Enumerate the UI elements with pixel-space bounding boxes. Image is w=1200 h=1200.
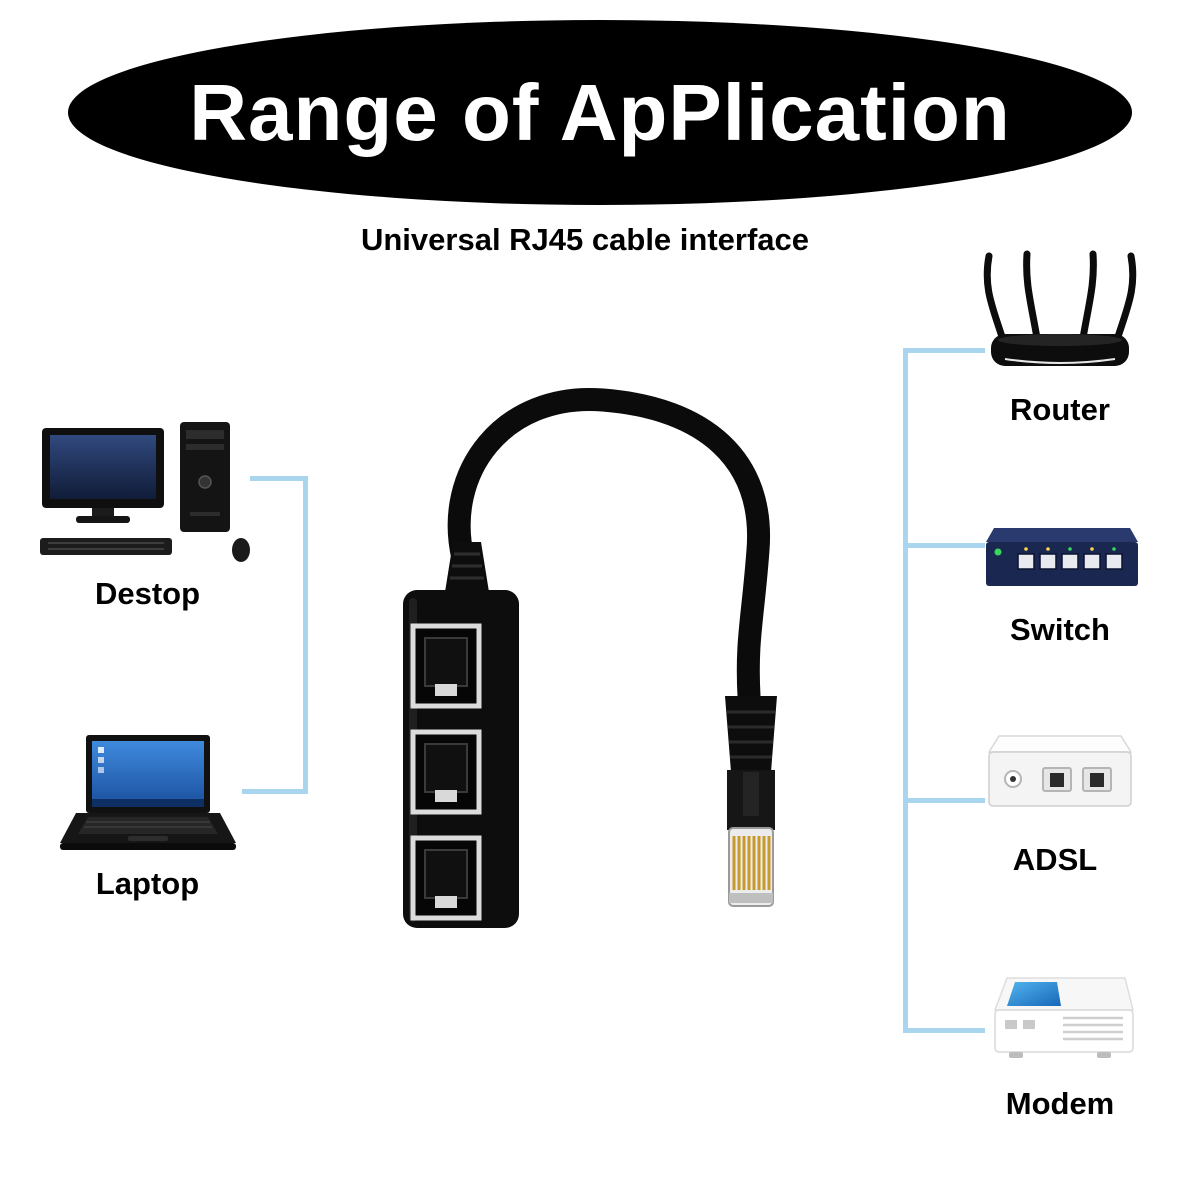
switch-icon [982,522,1142,602]
connector-line-laptop [242,789,308,794]
subtitle: Universal RJ45 cable interface [360,222,810,257]
modem-label: Modem [1005,1086,1115,1121]
desktop-label: Destop [94,576,201,611]
connector-line-modem [903,1028,985,1033]
adsl-modem-icon [985,728,1135,823]
connector-line-desktop [250,476,308,481]
rj45-splitter-image [375,378,815,943]
title-banner: Range of ApPlication [68,20,1132,205]
connector-line-adsl [903,798,985,803]
laptop-label: Laptop [95,866,200,901]
modem-icon [985,972,1135,1077]
router-icon [975,248,1145,383]
connector-line-router [903,348,985,353]
desktop-icon [40,420,255,575]
router-label: Router [1010,392,1110,427]
connector-line-right-vertical [903,348,908,1033]
switch-label: Switch [1010,612,1110,647]
adsl-label: ADSL [1012,842,1098,877]
connector-line-switch [903,543,985,548]
connector-line-left-vertical [303,476,308,794]
laptop-icon [58,735,238,865]
page-title: Range of ApPlication [189,67,1011,157]
